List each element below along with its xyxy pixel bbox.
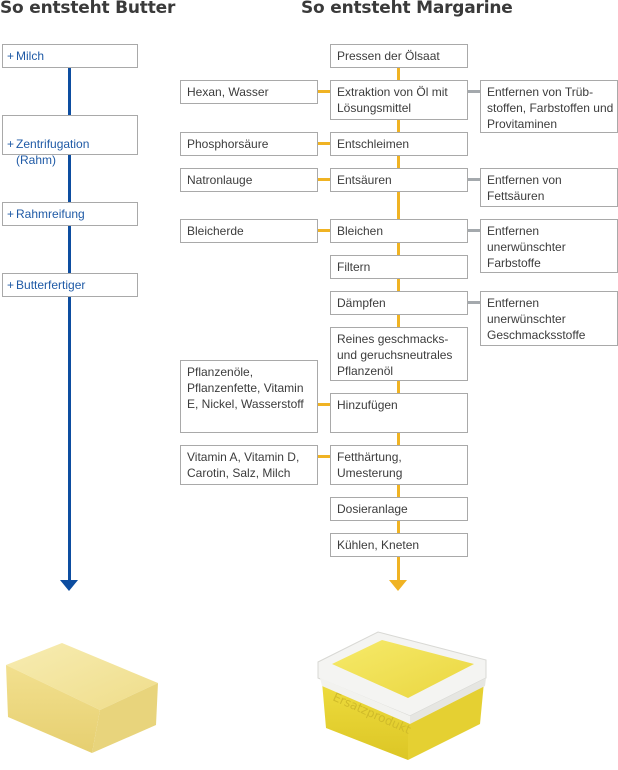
input-connector — [317, 178, 331, 181]
margarine-step: Extraktion von Öl mit Lösungsmittel — [330, 80, 468, 120]
margarine-step: Entsäuren — [330, 168, 468, 192]
margarine-step: Fetthärtung, Umesterung — [330, 445, 468, 485]
butter-image — [6, 643, 158, 753]
margarine-tub-image: Ersatzprodukt — [317, 631, 487, 760]
margarine-step: Entschleimen — [330, 132, 468, 156]
margarine-output: Entfernen unerwünschter Geschmacksstoffe — [480, 291, 618, 346]
margarine-step: Kühlen, Kneten — [330, 533, 468, 557]
margarine-step: Filtern — [330, 255, 468, 279]
margarine-output: Entfernen unerwünschter Farbstoffe — [480, 219, 618, 273]
butter-arrow-icon — [60, 580, 78, 591]
butter-step-butterfertiger[interactable]: +Butterfertiger — [2, 273, 138, 297]
step-label: Zentrifugation (Rahm) — [16, 137, 90, 167]
butter-step-rahmreifung[interactable]: +Rahmreifung — [2, 202, 138, 226]
plus-icon: + — [7, 278, 15, 292]
margarine-input: Natronlauge — [180, 168, 318, 192]
plus-icon: + — [7, 137, 15, 151]
output-connector — [467, 229, 481, 232]
margarine-output: Entfernen von Fettsäuren — [480, 168, 618, 207]
margarine-output: Entfernen von Trüb-stoffen, Farbstoffen … — [480, 80, 618, 133]
margarine-input: Bleicherde — [180, 219, 318, 243]
input-connector — [317, 229, 331, 232]
margarine-step: Bleichen — [330, 219, 468, 243]
butter-step-zentrifugation[interactable]: +Zentrifugation (Rahm) — [2, 115, 138, 167]
plus-icon: + — [7, 207, 15, 221]
margarine-arrow-icon — [389, 580, 407, 591]
step-label: Rahmreifung — [16, 207, 85, 221]
step-label: Butterfertiger — [16, 278, 86, 292]
margarine-flow-line — [397, 66, 400, 581]
output-connector — [467, 90, 481, 93]
margarine-input: Pflanzenöle, Pflanzenfette, Vitamin E, N… — [180, 360, 318, 433]
margarine-step: Dosieranlage — [330, 497, 468, 521]
butter-flow-line — [68, 66, 71, 581]
margarine-input: Hexan, Wasser — [180, 80, 318, 104]
margarine-step: Dämpfen — [330, 291, 468, 315]
output-connector — [467, 178, 481, 181]
margarine-step: Reines geschmacks- und geruchsneutrales … — [330, 327, 468, 381]
butter-title: So entsteht Butter — [0, 0, 176, 18]
margarine-step: Hinzufügen — [330, 393, 468, 433]
margarine-input: Vitamin A, Vitamin D, Carotin, Salz, Mil… — [180, 445, 318, 485]
output-connector — [467, 301, 481, 304]
butter-step-milch[interactable]: +Milch — [2, 44, 138, 68]
input-connector — [317, 90, 331, 93]
margarine-step: Pressen der Ölsaat — [330, 44, 468, 68]
input-connector — [317, 403, 331, 406]
step-label: Milch — [16, 49, 45, 63]
margarine-title: So entsteht Margarine — [301, 0, 513, 18]
plus-icon: + — [7, 49, 15, 63]
input-connector — [317, 142, 331, 145]
margarine-input: Phosphorsäure — [180, 132, 318, 156]
input-connector — [317, 455, 331, 458]
